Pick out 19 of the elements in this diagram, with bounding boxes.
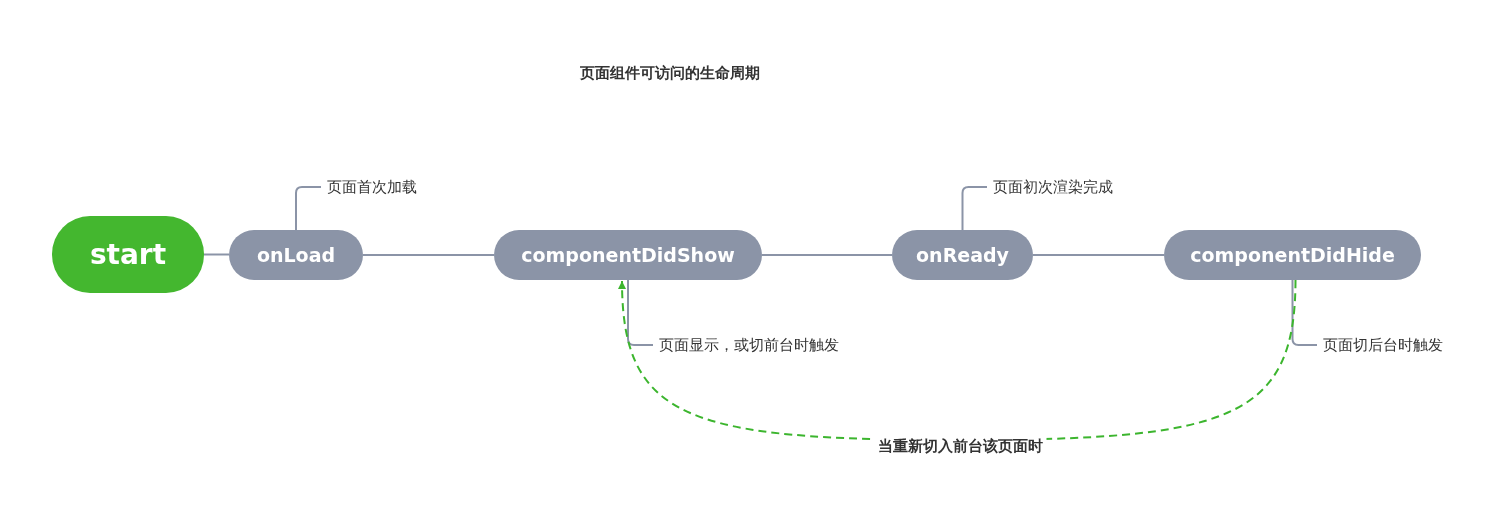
process-box: componentDidHide (1164, 230, 1421, 280)
connector-line (362, 254, 495, 256)
leader-line (627, 279, 654, 346)
connector-line (1032, 254, 1165, 256)
process-box: onLoad (229, 230, 363, 280)
annotation-text: 页面首次加载 (327, 177, 417, 197)
start-terminal: start (52, 216, 204, 293)
annotation-text: 页面切后台时触发 (1323, 335, 1443, 355)
leader-line (295, 186, 322, 231)
annotation-text: 页面显示，或切前台时触发 (659, 335, 839, 355)
connector-line (203, 253, 230, 256)
annotation-text: 页面初次渲染完成 (993, 177, 1113, 197)
diagram-title: 页面组件可访问的生命周期 (580, 64, 760, 82)
leader-line (961, 186, 988, 231)
process-box: componentDidShow (494, 230, 762, 280)
edge-label: 当重新切入前台该页面时 (873, 436, 1047, 456)
leader-line (1291, 279, 1318, 346)
process-box: onReady (892, 230, 1033, 280)
connector-line (761, 254, 893, 256)
